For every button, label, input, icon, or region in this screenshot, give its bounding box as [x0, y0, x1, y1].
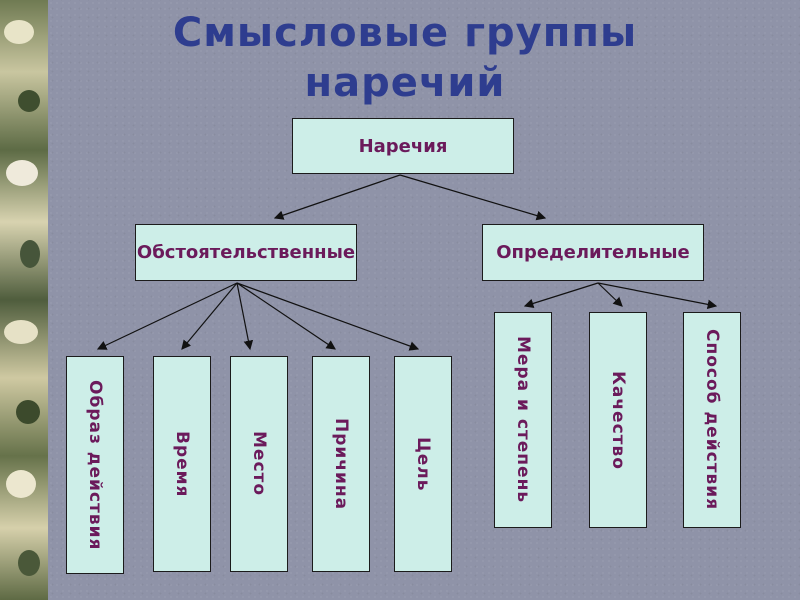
leaf-node: Место	[230, 356, 288, 572]
leaf-label: Место	[249, 431, 269, 497]
root-label: Наречия	[358, 135, 448, 157]
leaf-label: Причина	[331, 417, 351, 511]
group-node-right: Определительные	[482, 224, 704, 281]
leaf-node: Время	[153, 356, 211, 572]
root-node: Наречия	[292, 118, 514, 174]
leaf-label: Качество	[608, 370, 628, 470]
leaf-node: Образ действия	[66, 356, 124, 574]
leaf-node: Цель	[394, 356, 452, 572]
leaf-node: Причина	[312, 356, 370, 572]
leaf-label: Образ действия	[85, 379, 105, 551]
title-line-1: Смысловые группы	[172, 10, 638, 56]
group-left-label: Обстоятельственные	[136, 242, 356, 263]
leaf-node: Мера и степень	[494, 312, 552, 528]
leaf-label: Мера и степень	[513, 336, 533, 504]
leaf-label: Время	[172, 430, 192, 498]
leaf-label: Цель	[413, 436, 433, 492]
leaf-label: Способ действия	[702, 329, 722, 511]
page-title: Смысловые группы наречий	[120, 8, 690, 108]
decorative-floral-border	[0, 0, 48, 600]
group-node-left: Обстоятельственные	[135, 224, 357, 281]
title-line-2: наречий	[304, 60, 506, 106]
leaf-node: Способ действия	[683, 312, 741, 528]
leaf-node: Качество	[589, 312, 647, 528]
group-right-label: Определительные	[496, 242, 690, 263]
